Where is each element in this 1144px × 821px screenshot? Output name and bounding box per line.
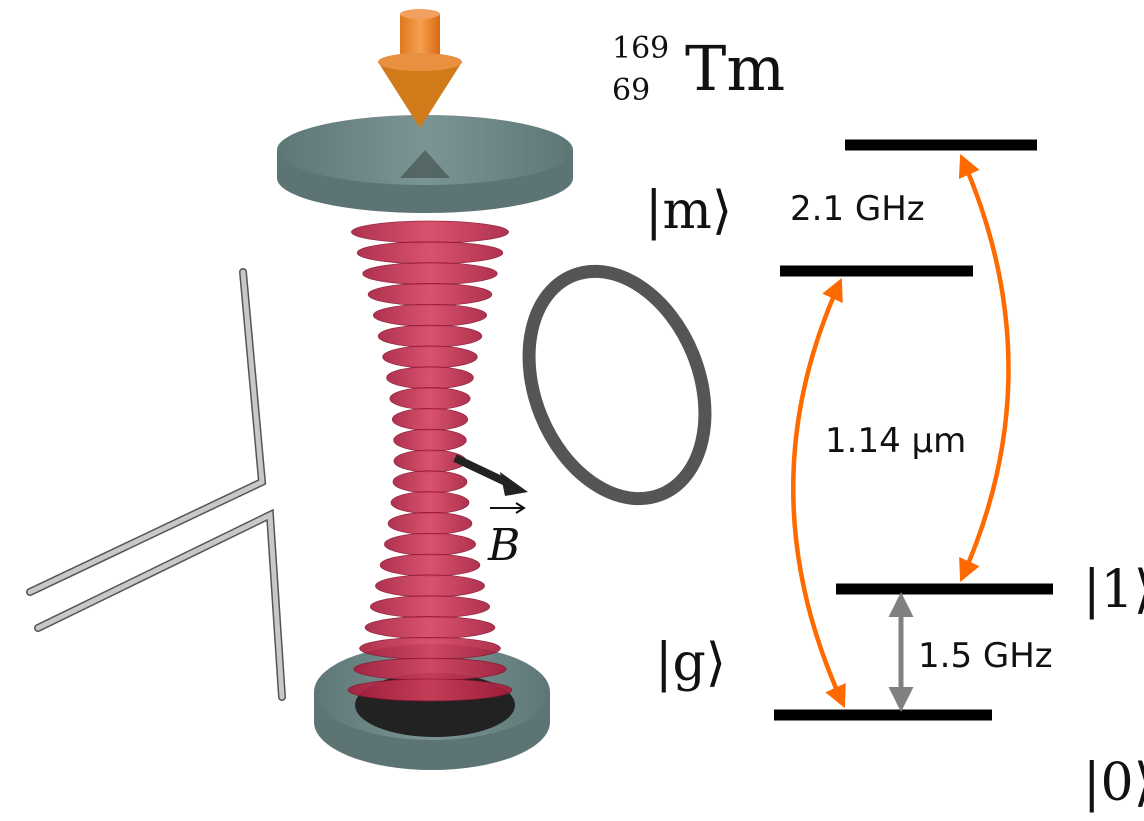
incoming-laser-arrow [378,9,462,128]
state-1-label: |1⟩ [1083,560,1144,620]
upper-splitting-label: 2.1 GHz [790,189,925,229]
optical-wavelength-label: 1.14 µm [825,421,966,461]
beam-antinode [351,220,509,244]
beam-antinode [372,303,488,327]
beam-antinode [386,366,474,390]
beam-antinode [362,262,498,286]
beam-antinode [367,283,493,306]
beam-antinode [377,324,483,348]
magnetic-field-arrow [453,454,528,496]
b-field-label: B [487,502,526,571]
magnetic-coil-ring [522,264,712,506]
top-mirror [277,115,573,213]
state-g-label: |g⟩ [655,633,726,693]
beam-antinode [387,512,473,535]
beam-antinode [359,636,501,660]
beam-antinode [356,241,504,265]
beam-antinode [379,553,481,577]
beam-antinode [353,657,507,681]
beam-antinode [382,345,478,369]
beam-antinode [384,532,476,556]
beam-antinode [347,678,513,702]
beam-antinode [391,407,469,431]
cavity-light-beam [347,220,513,702]
beam-antinode [389,387,471,410]
transition-arrow-lower [791,277,846,709]
lower-splitting-label: 1.5 GHz [918,636,1053,676]
transition-arrow-upper [958,153,1011,583]
element-symbol: Tm [685,32,785,105]
beam-antinode [390,491,470,515]
state-m-label: |m⟩ [645,181,732,241]
b-symbol: B [487,520,520,571]
beam-antinode [392,470,468,494]
energy-levels [774,139,1053,721]
beam-antinode [393,428,467,452]
atomic-number: 69 [612,73,650,108]
state-0-label: |0⟩ [1083,753,1144,813]
beam-antinode [375,574,485,598]
mass-number: 169 [612,31,669,66]
electrode-wires [26,268,286,701]
beam-antinode [364,616,496,639]
beam-antinode [370,595,490,619]
